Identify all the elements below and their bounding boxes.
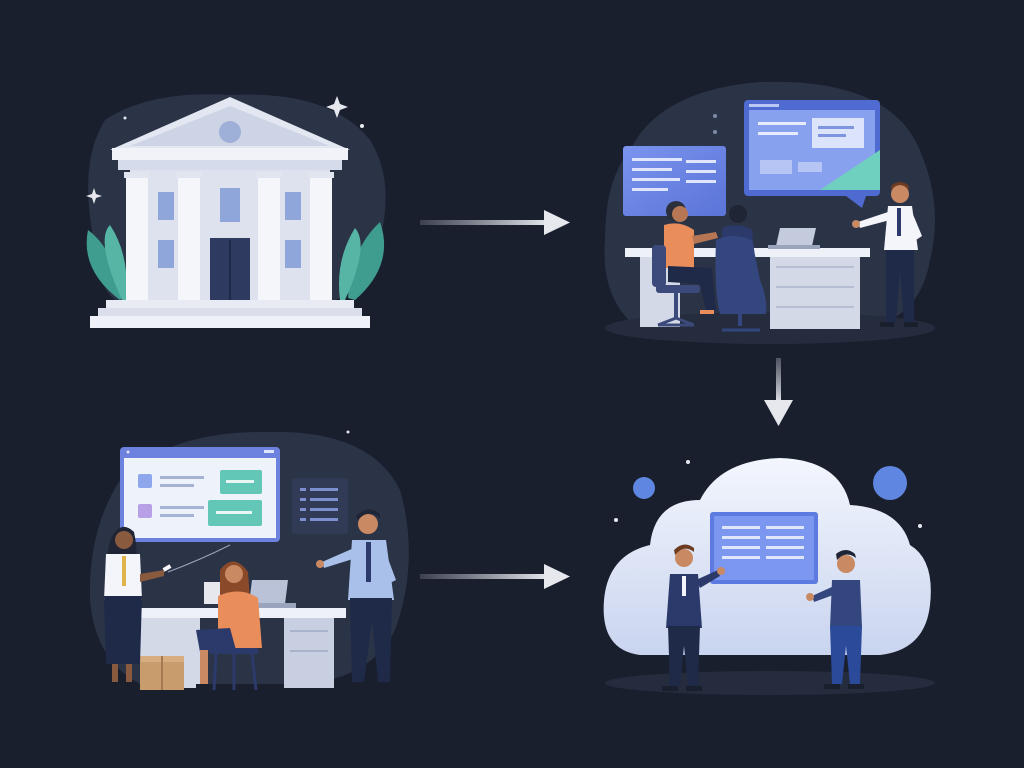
person-presenter — [662, 544, 725, 691]
dashboard-screen — [120, 447, 280, 542]
sparkle-icon — [326, 96, 348, 118]
dashboard-screen — [744, 100, 880, 208]
person-standing-woman — [104, 526, 172, 687]
bubble-icon — [873, 466, 907, 500]
person-seated-man — [715, 205, 767, 332]
list-panel — [292, 478, 348, 534]
flow-arrow-down — [764, 358, 793, 426]
office-meeting-scene — [604, 81, 935, 344]
leaf-plant-icon — [86, 222, 385, 300]
presentation-screen — [710, 512, 818, 584]
bubble-icon — [633, 477, 655, 499]
laptop-icon — [240, 580, 296, 608]
bank-building-icon — [90, 97, 370, 328]
presentation-screen — [623, 146, 726, 216]
person-presenter — [806, 550, 864, 689]
person-presenter — [852, 182, 922, 327]
cardboard-box-icon — [140, 656, 184, 690]
cloud-presentation-scene — [603, 458, 935, 695]
flow-arrow-right — [420, 564, 570, 589]
sparkle-icon — [86, 188, 102, 204]
flow-arrow-right — [420, 210, 570, 235]
bank-scene — [86, 94, 386, 328]
person-seated-woman — [196, 561, 262, 691]
team-workspace-scene — [89, 430, 409, 691]
person-presenter — [316, 509, 396, 687]
person-seated-woman — [652, 201, 718, 327]
tablet-icon — [204, 582, 222, 604]
laptop-icon — [768, 228, 820, 249]
